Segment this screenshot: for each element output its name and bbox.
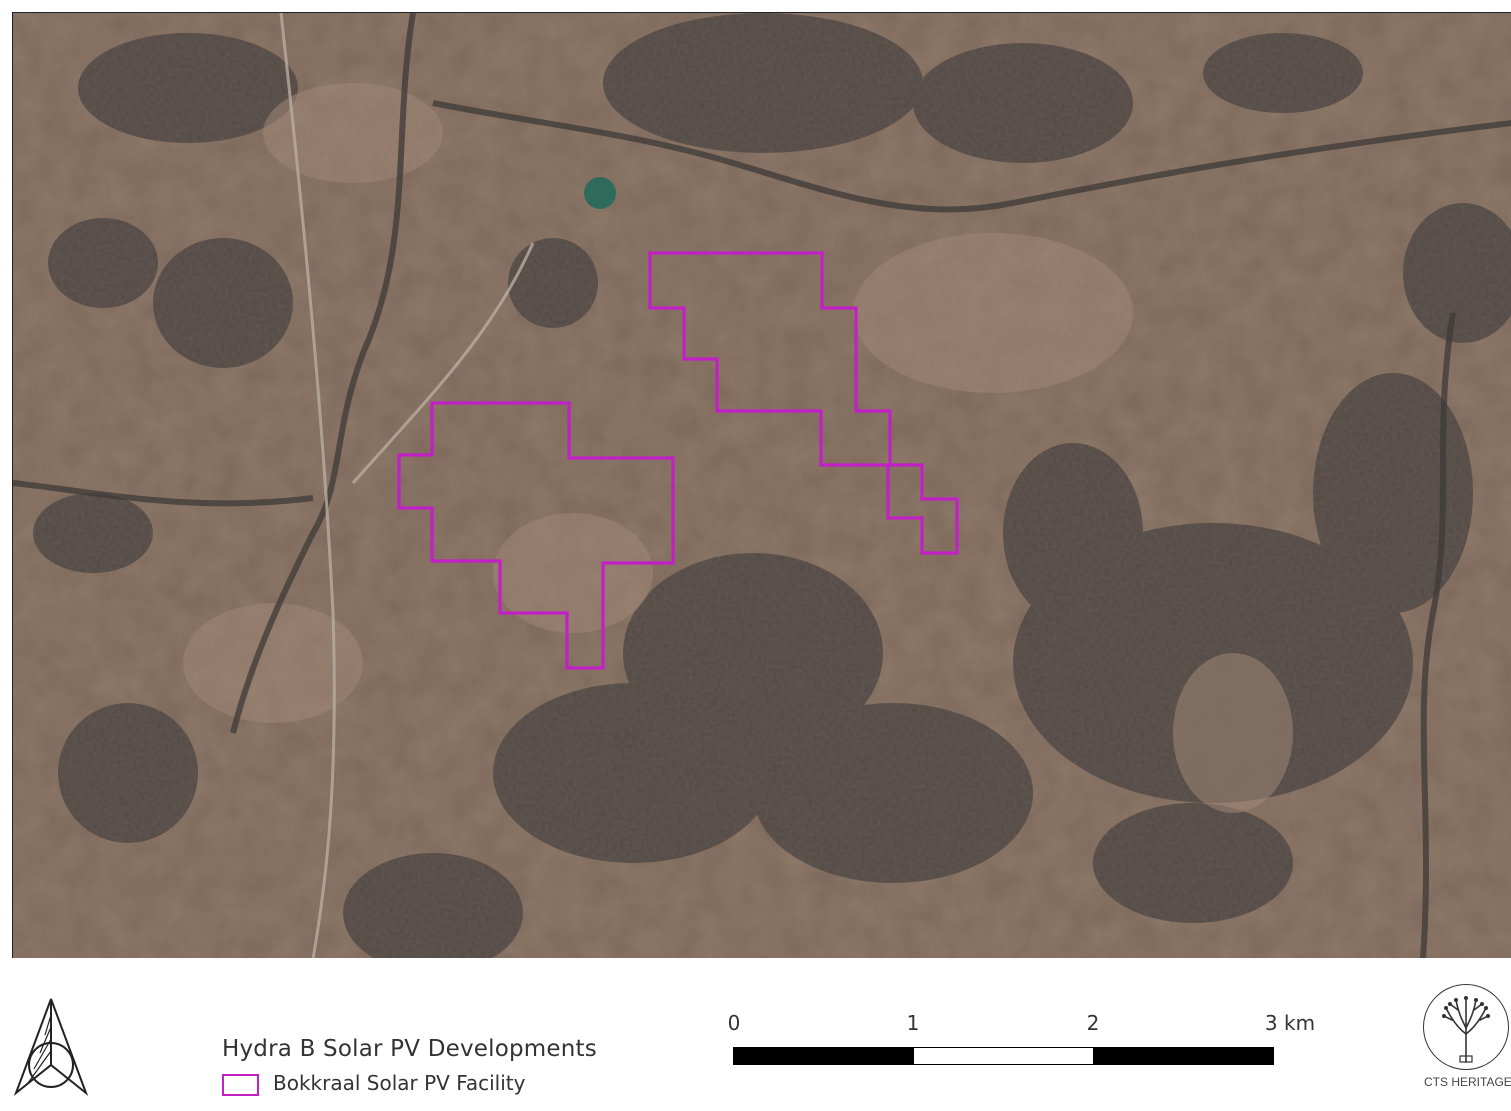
- scale-tick-1: 1: [906, 1011, 920, 1035]
- scale-bar: [733, 1047, 1274, 1065]
- logo-text: CTS HERITAGE: [1424, 1075, 1511, 1089]
- legend-item-label: Bokkraal Solar PV Facility: [273, 1071, 526, 1095]
- scale-tick-0: 0: [727, 1011, 741, 1035]
- north-arrow-icon: [13, 998, 89, 1097]
- bokkraal-boundary-south[interactable]: [397, 401, 675, 670]
- scale-segment: [913, 1048, 1094, 1064]
- cts-heritage-logo: CTS HERITAGE: [1420, 980, 1511, 1111]
- legend-swatch-bokkraal: [222, 1074, 259, 1096]
- drainage-lines: [13, 13, 1511, 959]
- reservoir: [584, 177, 616, 209]
- legend-title: Hydra B Solar PV Developments: [222, 1036, 597, 1062]
- tree-icon: [1442, 996, 1490, 1063]
- map-view[interactable]: [12, 12, 1511, 959]
- legend-area: [0, 958, 1511, 1111]
- scale-segment: [1093, 1048, 1274, 1064]
- bokkraal-solar-pv-boundaries: [397, 251, 959, 670]
- scale-tick-2: 2: [1086, 1011, 1100, 1035]
- satellite-basemap: [13, 13, 1511, 959]
- roads: [279, 13, 535, 959]
- scale-tick-3: 3 km: [1264, 1011, 1316, 1035]
- scale-segment: [734, 1048, 914, 1064]
- bokkraal-boundary-north[interactable]: [648, 251, 959, 555]
